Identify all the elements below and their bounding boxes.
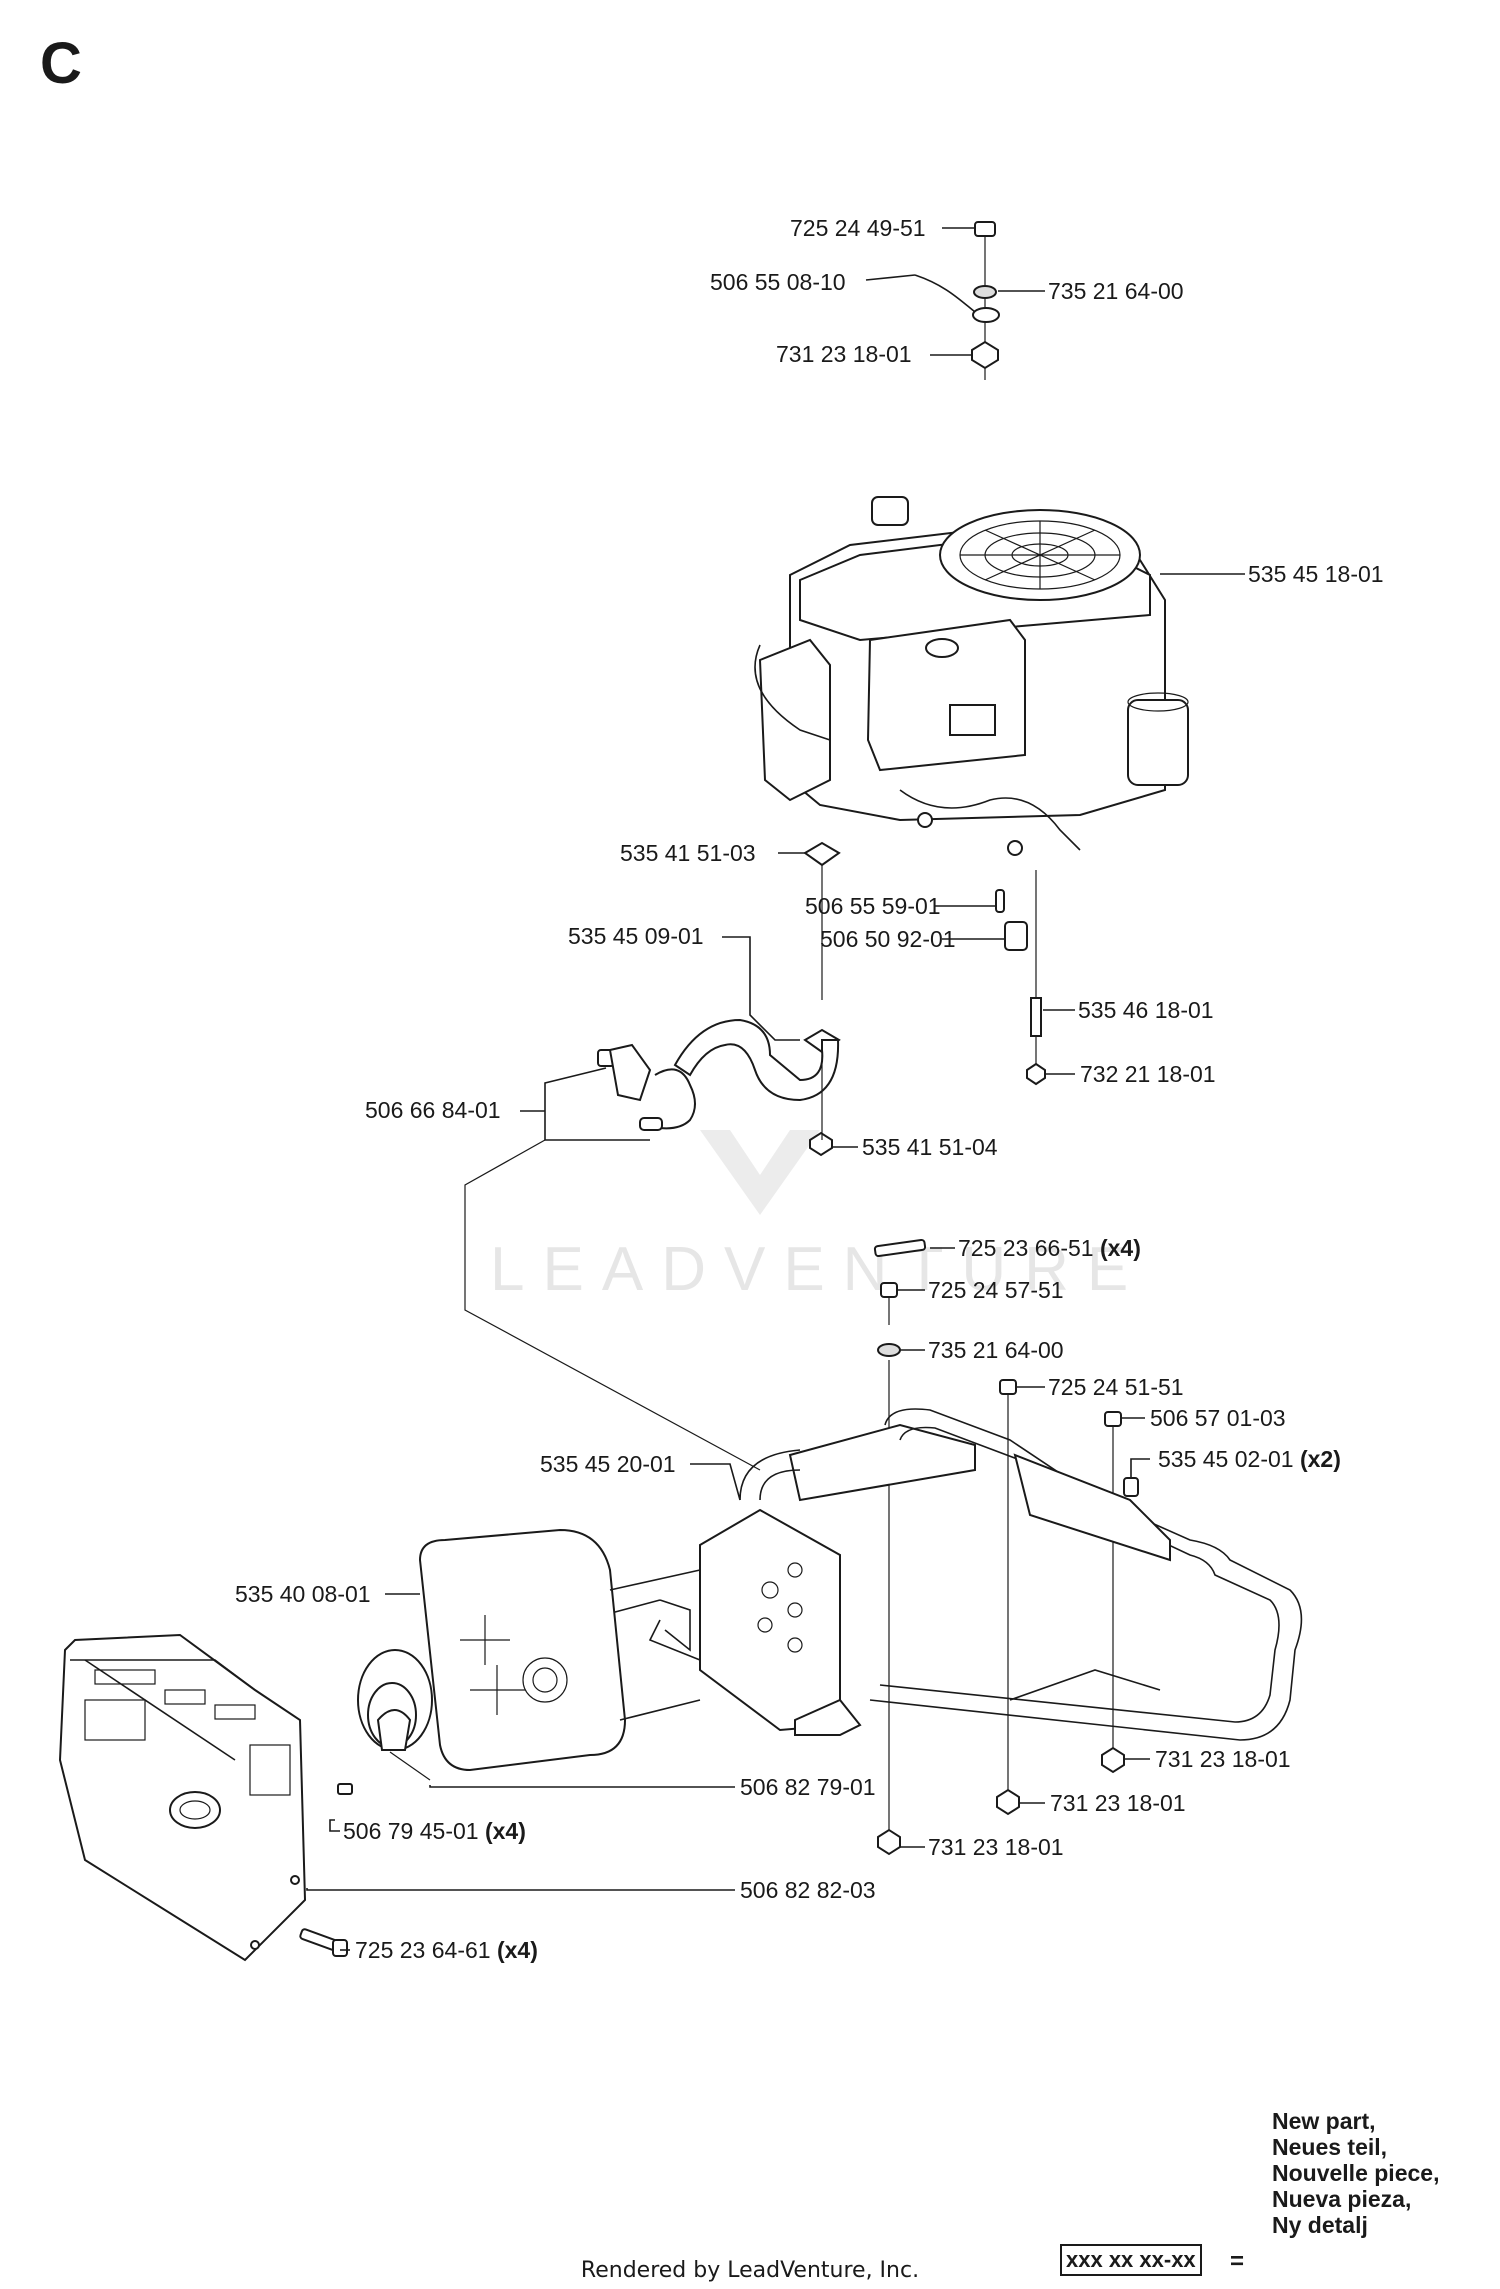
- part-label: 506 55 59-01: [805, 893, 941, 919]
- part-label: 506 57 01-03: [1150, 1405, 1286, 1431]
- u-bolt: [654, 1068, 696, 1130]
- oil-filter: [1127, 699, 1189, 786]
- legend-line: New part,: [1272, 2108, 1376, 2134]
- legend-line: Neues teil,: [1272, 2134, 1388, 2160]
- part-label: 535 46 18-01: [1078, 997, 1214, 1023]
- part-label: 535 41 51-03: [620, 840, 756, 866]
- leader-lines: [306, 227, 1245, 1951]
- bolt-long: [873, 1238, 927, 1258]
- part-label: 506 82 82-03: [740, 1877, 876, 1903]
- filler-cap: [925, 638, 959, 658]
- muffler-drawing: [418, 1528, 701, 1772]
- part-label: 725 24 51-51: [1048, 1374, 1184, 1400]
- legend-line: Nouvelle piece,: [1272, 2160, 1440, 2186]
- new-part-legend: New part, Neues teil, Nouvelle piece, Nu…: [1272, 2108, 1439, 2238]
- watermark-text: LEADVENTURE: [490, 1235, 1146, 1304]
- wire-terminal-part: [972, 307, 1000, 323]
- part-label: 725 24 57-51: [928, 1277, 1064, 1303]
- part-label: 506 55 08-10: [710, 269, 846, 295]
- muffler-body: [418, 1528, 627, 1772]
- frame-drawing: [584, 1408, 1303, 1741]
- engine-drawing: [754, 496, 1189, 856]
- engine-lower-parts: [803, 841, 1046, 1086]
- clamp-bracket: [608, 1043, 652, 1102]
- nut-lower: [1026, 1062, 1046, 1086]
- part-label: 731 23 18-01: [1050, 1790, 1186, 1816]
- part-label: 735 21 64-00: [1048, 278, 1184, 304]
- bolt-part: [974, 221, 996, 237]
- heat-shield-drawing: [58, 1633, 353, 1962]
- part-label: 535 45 02-01 (x2): [1158, 1446, 1341, 1472]
- part-label: 731 23 18-01: [928, 1834, 1064, 1860]
- spacer-part: [1004, 921, 1028, 951]
- part-label: 535 40 08-01: [235, 1581, 371, 1607]
- exhaust-pipe-drawing: [673, 865, 841, 1157]
- watermark: LEADVENTURE: [490, 1130, 1146, 1304]
- part-label: 535 45 09-01: [568, 923, 704, 949]
- part-label: 725 23 64-61 (x4): [355, 1937, 538, 1963]
- part-label: 535 41 51-04: [862, 1134, 998, 1160]
- nut-part: [971, 340, 999, 370]
- deflector-drawing: [357, 1649, 433, 1781]
- part-label: 535 45 18-01: [1248, 561, 1384, 587]
- part-label: 506 50 92-01: [820, 926, 956, 952]
- part-label: 732 21 18-01: [1080, 1061, 1216, 1087]
- legend-line: Nueva pieza,: [1272, 2186, 1412, 2212]
- part-label: 506 79 45-01 (x4): [343, 1818, 526, 1844]
- clamp-group: [544, 1043, 696, 1141]
- part-label: 506 66 84-01: [365, 1097, 501, 1123]
- part-label: 535 45 20-01: [540, 1451, 676, 1477]
- part-label: 731 23 18-01: [1155, 1746, 1291, 1772]
- part-label: 506 82 79-01: [740, 1774, 876, 1800]
- legend-equals: =: [1230, 2248, 1245, 2275]
- part-label: 725 24 49-51: [790, 215, 926, 241]
- part-label: 735 21 64-00: [928, 1337, 1064, 1363]
- bolt-group-top: [914, 221, 1000, 380]
- part-label: 725 23 66-51 (x4): [958, 1235, 1141, 1261]
- frame-bolts: [873, 1238, 1139, 1856]
- stud-part: [1030, 997, 1042, 1037]
- gasket-upper: [803, 841, 841, 867]
- legend-placeholder-box: xxx xx xx-xx: [1060, 2244, 1202, 2276]
- section-letter: C: [40, 31, 82, 96]
- legend-line: Ny detalj: [1272, 2212, 1368, 2238]
- part-label: 731 23 18-01: [776, 341, 912, 367]
- nut-exhaust: [809, 1131, 833, 1157]
- washer-part: [973, 285, 997, 299]
- engine-label-plate: [949, 704, 996, 736]
- oil-cap: [871, 496, 909, 526]
- pin-part: [995, 889, 1005, 913]
- footer-credit: Rendered by LeadVenture, Inc.: [580, 2258, 920, 2283]
- part-labels: 725 24 49-51 506 55 08-10 735 21 64-00 7…: [235, 215, 1384, 1963]
